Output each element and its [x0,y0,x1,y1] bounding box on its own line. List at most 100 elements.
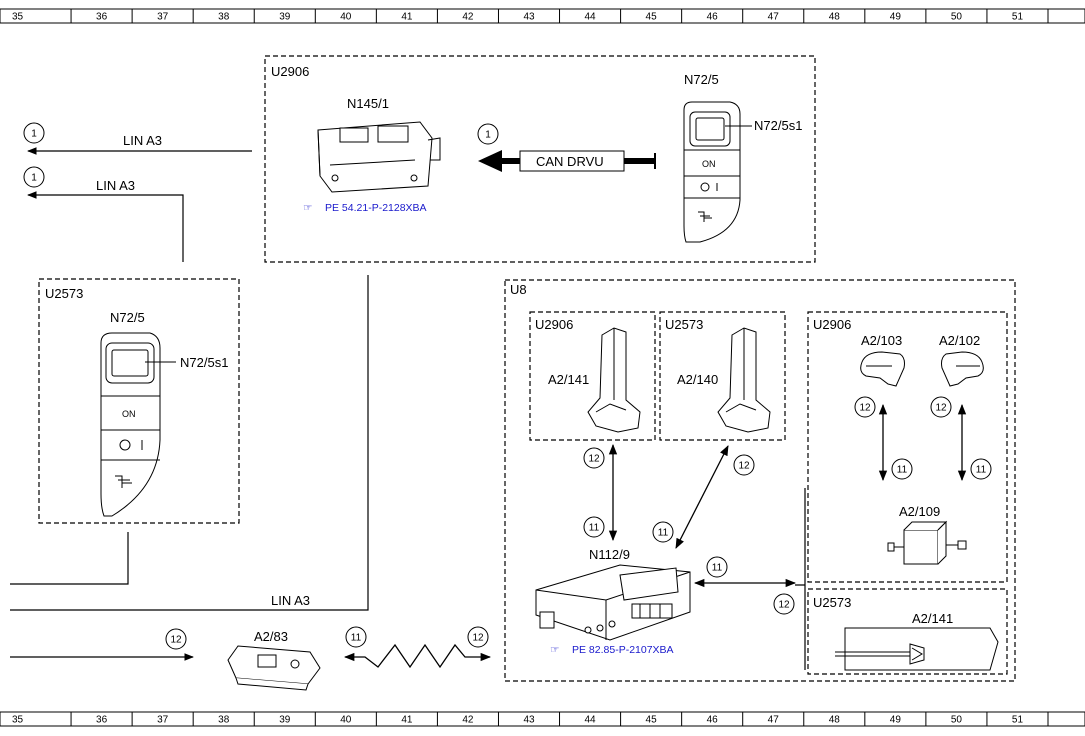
ruler-frame [0,8,1085,24]
ruler-column-41: 41 [401,715,413,726]
box-label-u2573-left: U2573 [45,286,83,301]
ruler-column-39: 39 [279,12,291,23]
ruler-column-48: 48 [829,12,841,23]
connector-circle-1: 1 [23,122,45,144]
ruler-column-43: 43 [523,12,535,23]
connector-circle-11: 11 [891,458,913,480]
ruler-column-44: 44 [584,12,596,23]
connector-circle-12: 12 [165,628,187,650]
connector-label: 11 [658,528,669,539]
connector-circle-12: 12 [930,396,952,418]
ruler-column-38: 38 [218,715,230,726]
n72-5-left-switch-icon [100,332,161,517]
n72-5-top-switch-icon [683,101,741,243]
box-label-u2906-right: U2906 [813,317,851,332]
connector-circle-12: 12 [773,593,795,615]
ruler-column-46: 46 [707,12,719,23]
ruler-column-37: 37 [157,715,169,726]
ruler-column-51: 51 [1012,715,1024,726]
connector-label: 11 [712,563,723,574]
ruler-column-35: 35 [12,715,24,726]
connector-label: 11 [897,465,908,476]
ruler-column-36: 36 [96,12,108,23]
bus-lin-a3-2: LIN A3 [96,178,135,193]
n112-9-module-icon [535,564,691,641]
connector-label: 12 [170,635,182,646]
box-u2573-left [38,278,240,524]
connector-circle-12: 12 [583,447,605,469]
connector-circle-12: 12 [733,454,755,476]
label-n72-5s1-top: N72/5s1 [754,118,802,133]
label-n112-9: N112/9 [589,547,630,562]
hand-icon-pe54: ☞ [303,202,312,214]
ruler-column-49: 49 [890,12,902,23]
connector-circle-11: 11 [583,516,605,538]
wire-right-bracket [795,488,806,670]
a2-141-right-sensor-icon [835,627,999,671]
ruler-column-40: 40 [340,715,352,726]
connector-circle-11: 11 [345,626,367,648]
connector-label: 1 [485,130,491,141]
ruler-column-40: 40 [340,12,352,23]
connector-label: 12 [738,461,750,472]
label-a2-103: A2/103 [861,333,902,348]
can-drvu-arrow [478,150,656,172]
ruler-column-39: 39 [279,715,291,726]
label-a2-102: A2/102 [939,333,980,348]
box-u2906-top [264,55,816,263]
label-n72-5-top: N72/5 [684,72,719,87]
ruler-column-45: 45 [646,12,658,23]
switch-on-left: ON [122,409,136,419]
connector-circle-11: 11 [706,556,728,578]
box-label-u2573-inner: U2573 [665,317,703,332]
label-n72-5-left: N72/5 [110,310,145,325]
ruler-column-47: 47 [768,12,780,23]
ruler-column-50: 50 [951,715,963,726]
connector-circle-11: 11 [970,458,992,480]
ruler-column-44: 44 [584,715,596,726]
box-u2906-right [807,311,1008,583]
ruler-column-35: 35 [12,12,24,23]
label-n72-5s1-left: N72/5s1 [180,355,228,370]
connector-label: 12 [778,600,790,611]
box-label-u2573-right: U2573 [813,595,851,610]
n145-1-module-icon [317,121,441,193]
connector-label: 11 [589,523,600,534]
bus-can-drvu: CAN DRVU [536,154,604,169]
ruler-column-46: 46 [707,715,719,726]
a2-109-sensor-icon [887,520,967,565]
box-u2573-inner [659,311,786,441]
ruler-column-45: 45 [646,715,658,726]
connector-circle-12: 12 [467,626,489,648]
wire-lin-a3-3 [10,275,369,611]
box-u2906-inner [529,311,656,441]
ref-pe-82[interactable]: PE 82.85-P-2107XBA [572,644,674,656]
a2-103-mirror-icon [860,351,905,387]
wire-u2573-down [10,532,129,585]
a2-102-mirror-icon [941,351,984,387]
ruler-frame [0,711,1085,727]
radio-link-a2-83 [343,643,492,669]
connector-circle-12: 12 [854,396,876,418]
link-a2-140-n112 [675,445,729,549]
ruler-column-50: 50 [951,12,963,23]
connector-label: 12 [859,403,871,414]
connector-label: 1 [31,129,37,140]
box-u2573-right [807,588,1008,675]
ruler-column-42: 42 [462,715,474,726]
a2-140-antenna-icon [717,327,771,433]
connector-label: 12 [472,633,484,644]
ref-pe-54[interactable]: PE 54.21-P-2128XBA [325,202,427,214]
ruler-column-36: 36 [96,715,108,726]
box-label-u2906-top: U2906 [271,64,309,79]
label-a2-141-inner: A2/141 [548,372,589,387]
connector-circle-1: 1 [477,123,499,145]
label-a2-83: A2/83 [254,629,288,644]
label-a2-140: A2/140 [677,372,718,387]
ruler-column-37: 37 [157,12,169,23]
bus-lin-a3-1: LIN A3 [123,133,162,148]
label-a2-141-right: A2/141 [912,611,953,626]
